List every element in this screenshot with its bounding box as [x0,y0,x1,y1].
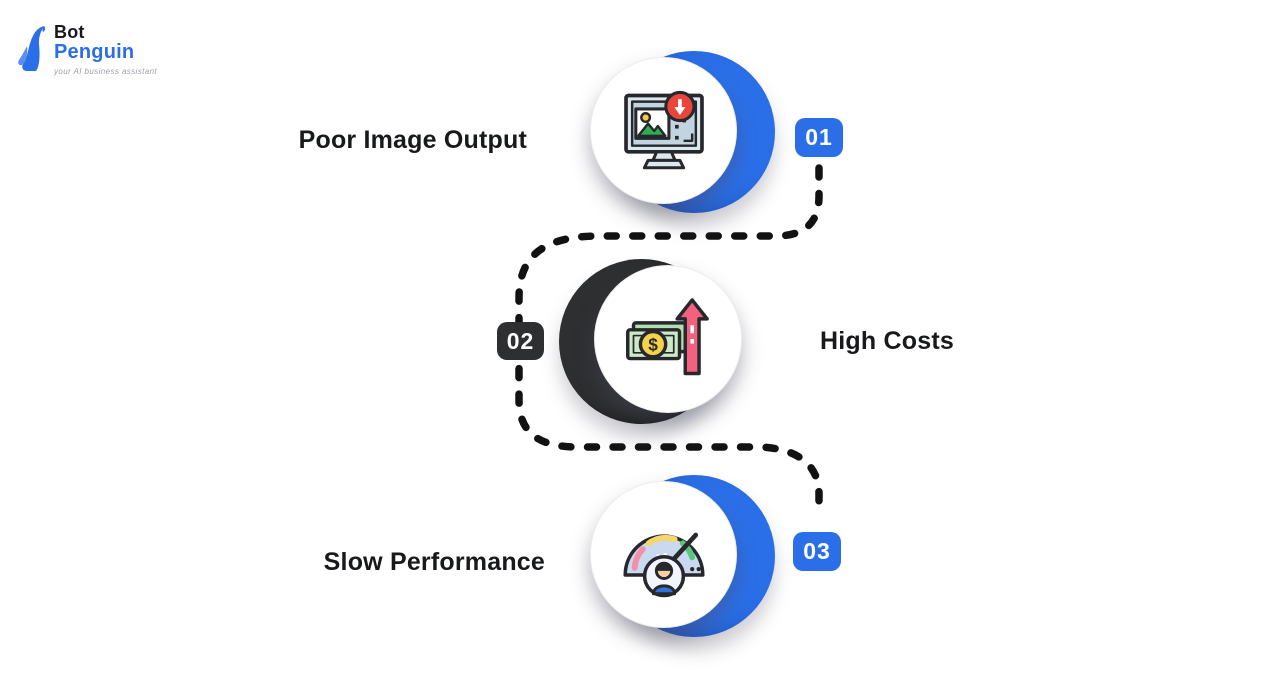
item-label-slow-performance: Slow Performance [323,548,545,576]
icon-circle [590,481,737,628]
brand-name-penguin: Penguin [54,41,135,63]
icon-circle [590,57,737,204]
icon-circle: $ [594,265,742,413]
brand-name-bot: Bot [54,22,85,42]
item-label-high-costs: High Costs [820,327,954,355]
svg-text:$: $ [648,335,658,355]
monitor-image-download-icon [623,90,704,169]
brand-tagline: your AI business assistant [54,67,158,76]
speedometer-performance-icon [622,532,705,597]
logo-text: Bot Penguin your AI business assistant [54,22,157,76]
step-badge-03: 03 [793,532,841,571]
botpenguin-logo: Bot Penguin your AI business assistant [14,22,157,76]
step-badge-01: 01 [795,118,843,157]
item-label-poor-image-output: Poor Image Output [298,126,527,154]
step-badge-02: 02 [497,322,544,360]
money-rising-cost-icon: $ [626,298,709,376]
penguin-logo-icon [18,26,46,71]
